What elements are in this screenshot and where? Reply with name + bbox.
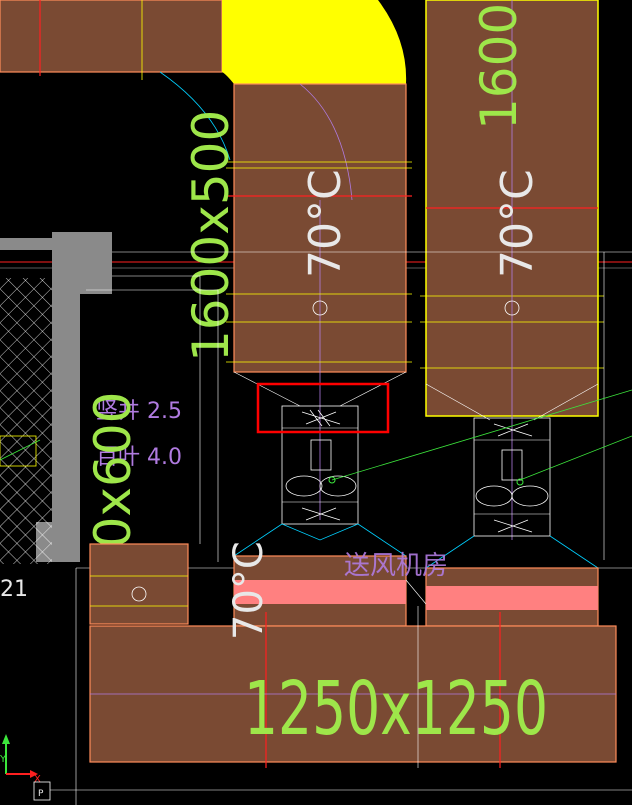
left-vertical-duct-size: 1600x500	[182, 110, 240, 362]
fan-unit-right[interactable]	[473, 417, 551, 537]
fan-unit-left[interactable]	[281, 405, 359, 525]
shaft-note-line2: 百叶 4.0	[96, 445, 182, 470]
cyan-arc	[159, 71, 231, 161]
fan-impeller	[511, 485, 549, 507]
connector-line	[405, 579, 427, 605]
ucs-x-label: X	[34, 774, 41, 785]
room-outline	[86, 289, 219, 562]
leader-line	[331, 389, 632, 481]
transition-line	[533, 383, 599, 421]
transition-line	[233, 371, 301, 407]
fan-grille	[493, 423, 533, 437]
ucs-y-label: Y	[0, 754, 7, 765]
damper-symbol	[131, 586, 147, 602]
bottom-main-duct-size: 1250x1250	[244, 666, 548, 752]
motor-symbol	[501, 449, 523, 481]
leader-line	[519, 435, 632, 481]
transition-line	[425, 383, 491, 421]
shaft-note-line1: 竖井 2.5	[96, 399, 182, 424]
edge-number: 21	[0, 577, 28, 602]
ucs-icon: Y X P	[0, 734, 51, 801]
fan-grille	[493, 519, 533, 533]
wall-structure	[0, 232, 112, 562]
damper-symbol	[504, 300, 520, 316]
hatched-shaft	[0, 278, 52, 564]
ucs-p-box	[33, 781, 51, 801]
cyan-transition	[425, 535, 599, 569]
fan-housing	[281, 405, 359, 525]
yellow-marker	[0, 435, 37, 467]
pink-band-left	[234, 580, 406, 604]
fan-grille	[301, 507, 341, 521]
room-outline	[112, 275, 201, 544]
fan-impeller	[285, 475, 323, 497]
top-left-duct[interactable]	[0, 0, 223, 73]
bottom-duct-temperature: 70°C	[226, 541, 272, 640]
left-duct-temperature: 70°C	[300, 169, 351, 278]
room-name: 送风机房	[344, 551, 448, 581]
right-vertical-duct-size: 1600	[470, 3, 528, 130]
selection-box[interactable]	[256, 382, 390, 434]
right-duct-temperature: 70°C	[492, 169, 543, 278]
motor-symbol	[310, 439, 332, 471]
ucs-x-arrow	[30, 770, 38, 778]
fan-housing	[473, 417, 551, 537]
ucs-p-label: P	[38, 789, 44, 799]
purple-flow-arc	[299, 83, 353, 201]
leader-dot	[516, 478, 524, 486]
pink-band-right	[426, 586, 598, 610]
leader-dot	[328, 476, 336, 484]
fan-grille	[301, 409, 341, 427]
lower-left-duct[interactable]	[89, 543, 189, 625]
leader-line	[0, 439, 41, 461]
transition-line	[339, 371, 407, 407]
fan-impeller	[319, 475, 357, 497]
yellow-elbow-duct[interactable]	[222, 0, 407, 84]
damper-symbol	[312, 300, 328, 316]
ucs-y-arrow	[2, 734, 10, 744]
cyan-transition	[233, 523, 407, 557]
